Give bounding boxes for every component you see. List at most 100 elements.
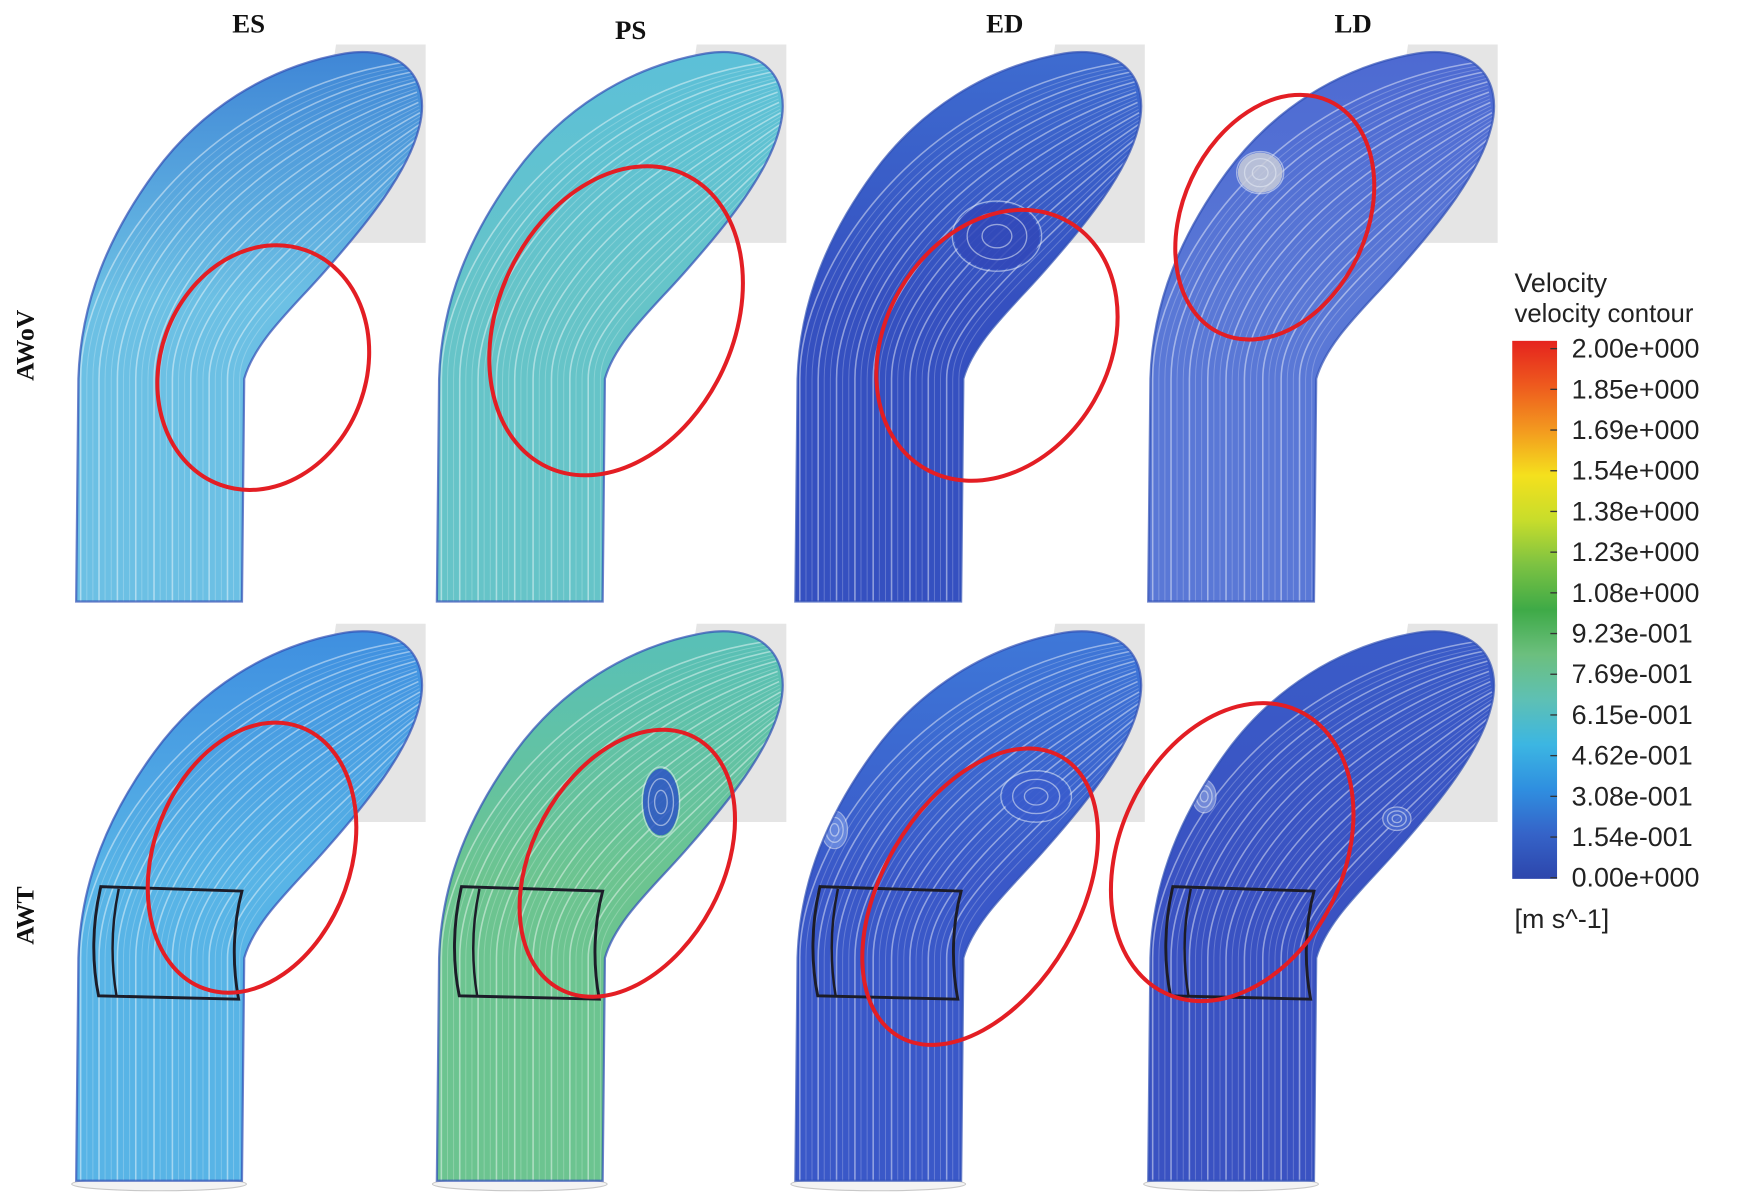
streamline <box>526 108 781 602</box>
streamline <box>208 711 423 1181</box>
colorbar-tick-label: 1.69e+000 <box>1572 415 1700 445</box>
panel-awt-es <box>71 623 426 1192</box>
colorbar-tick-label: 1.54e+000 <box>1572 456 1700 486</box>
streamline <box>581 139 783 602</box>
streamline <box>1237 108 1492 602</box>
streamline <box>520 105 780 602</box>
streamline <box>884 108 1139 602</box>
streamline <box>909 701 1142 1181</box>
streamline <box>927 711 1142 1181</box>
streamline <box>823 653 1134 1181</box>
streamline <box>513 101 780 602</box>
streamline <box>933 715 1142 1181</box>
streamline <box>799 60 1132 602</box>
streamline <box>1274 129 1495 602</box>
vessel-shape <box>795 52 1142 602</box>
streamline <box>921 708 1142 1181</box>
streamline <box>153 101 419 602</box>
streamline <box>1250 694 1493 1181</box>
streamline <box>1225 680 1491 1181</box>
streamline <box>447 643 774 1181</box>
streamline <box>513 680 780 1181</box>
streamline <box>458 70 775 602</box>
streamline <box>1280 132 1495 602</box>
streamline <box>805 64 1133 602</box>
colorbar-tick-label: 4.62e-001 <box>1572 741 1693 771</box>
colorbar-tick-label: 9.23e-001 <box>1572 619 1693 649</box>
vortex-ring <box>641 766 681 838</box>
streamline <box>532 112 782 602</box>
graft-band <box>1164 885 1316 1001</box>
streamline <box>502 95 779 602</box>
streamline <box>98 649 414 1181</box>
streamline <box>945 142 1142 602</box>
streamline <box>557 705 783 1181</box>
streamlines <box>79 60 423 602</box>
graft-band <box>811 885 963 1001</box>
streamline <box>557 126 783 602</box>
streamline <box>184 698 422 1181</box>
streamline <box>817 70 1134 602</box>
streamline <box>1274 708 1495 1181</box>
streamline <box>489 88 778 602</box>
streamline <box>239 150 423 602</box>
streamline <box>884 688 1139 1181</box>
streamline <box>1176 653 1487 1181</box>
streamline <box>897 115 1140 602</box>
vessel-outline <box>794 51 1143 603</box>
streamline <box>829 657 1135 1181</box>
streamline <box>1182 657 1487 1181</box>
streamline <box>165 688 420 1181</box>
streamline <box>872 680 1138 1181</box>
colorbar-title: Velocity <box>1514 268 1607 298</box>
vortex-ring <box>1386 810 1407 828</box>
streamline <box>550 701 783 1181</box>
streamline <box>569 711 783 1181</box>
streamline <box>587 142 783 602</box>
streamline <box>945 722 1142 1181</box>
streamline <box>903 119 1141 602</box>
streamline <box>220 139 423 602</box>
colorbar-tick-label: 1.08e+000 <box>1572 578 1700 608</box>
streamline <box>202 129 423 602</box>
column-label-ps: PS <box>615 15 646 45</box>
streamline <box>1201 88 1489 602</box>
streamline <box>1219 677 1491 1181</box>
vortex-ring <box>1243 157 1277 188</box>
vessel-shape <box>1148 631 1495 1181</box>
streamline <box>134 91 418 602</box>
streamline <box>239 729 423 1181</box>
streamline <box>110 657 415 1181</box>
streamline <box>178 115 421 602</box>
streamline <box>226 722 423 1181</box>
streamline <box>939 139 1142 602</box>
streamline <box>854 91 1137 602</box>
streamline <box>958 150 1142 602</box>
colorbar-unit: [m s^-1] <box>1514 904 1609 934</box>
streamlines <box>440 60 783 602</box>
graft-inner-line <box>830 888 840 997</box>
streamline <box>147 98 419 602</box>
streamline <box>835 81 1135 602</box>
streamline <box>544 119 782 602</box>
streamline <box>866 677 1138 1181</box>
streamlines <box>440 639 783 1181</box>
streamline <box>1256 698 1494 1181</box>
vortex <box>641 766 681 838</box>
streamline <box>489 667 778 1181</box>
streamline <box>1170 70 1486 602</box>
streamline <box>1213 674 1490 1181</box>
row-label-awt: AWT <box>11 886 40 944</box>
vortex-ring <box>951 200 1043 272</box>
streamline <box>1261 701 1494 1181</box>
streamline <box>799 639 1132 1181</box>
streamline <box>599 729 783 1181</box>
vortex-ring <box>1000 770 1073 823</box>
streamline <box>134 670 418 1181</box>
streamline <box>581 718 783 1181</box>
streamline <box>1158 643 1485 1181</box>
streamline <box>1268 126 1495 602</box>
graft-inner-line <box>111 888 120 997</box>
streamlines <box>799 60 1142 602</box>
